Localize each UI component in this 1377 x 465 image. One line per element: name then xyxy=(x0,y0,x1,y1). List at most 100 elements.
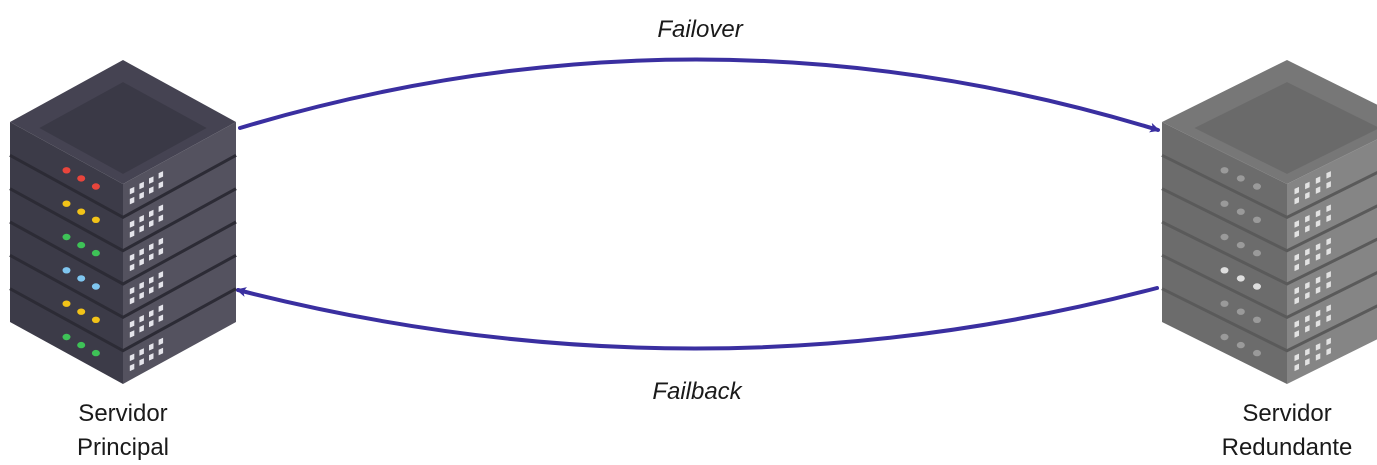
vent-slot xyxy=(139,215,144,223)
status-led xyxy=(62,267,71,274)
status-led xyxy=(1220,267,1229,274)
vent-slot xyxy=(149,353,154,361)
vent-slot xyxy=(1326,271,1331,279)
vent-slot xyxy=(149,286,154,294)
vent-slot xyxy=(1294,330,1299,338)
vent-slot xyxy=(129,330,135,338)
vent-slot xyxy=(1326,281,1331,289)
vent-slot xyxy=(149,253,154,261)
status-led xyxy=(1220,167,1229,174)
vent-slot xyxy=(1294,296,1299,305)
vent-slot xyxy=(1315,286,1321,294)
status-led xyxy=(91,283,100,290)
vent-slot xyxy=(149,309,154,318)
vent-slot xyxy=(1294,186,1299,195)
vent-slot xyxy=(1315,353,1321,361)
status-led xyxy=(1220,200,1229,207)
primary-server-icon xyxy=(9,60,237,384)
vent-slot xyxy=(1305,215,1310,223)
vent-slot xyxy=(158,337,164,346)
rack-unit-divider xyxy=(1161,153,1377,219)
vent-slot xyxy=(139,291,144,300)
vent-slot xyxy=(1305,281,1310,290)
vent-slot xyxy=(1305,291,1310,300)
vent-slot xyxy=(129,196,135,205)
vent-slot xyxy=(129,220,135,228)
status-led xyxy=(1253,216,1261,223)
redundant-server-icon xyxy=(1161,60,1377,384)
rack-unit-divider xyxy=(1161,220,1377,286)
status-led xyxy=(1236,241,1245,249)
status-led xyxy=(1253,349,1261,357)
redundant-server-label: Servidor Redundante xyxy=(1222,397,1353,465)
vent-slot xyxy=(158,314,164,322)
rack-unit-divider xyxy=(1161,253,1377,319)
rack-unit-divider xyxy=(1161,187,1377,253)
vent-slot xyxy=(1326,237,1331,246)
vent-slot xyxy=(158,247,164,256)
status-led xyxy=(1236,208,1245,215)
rack-unit-divider xyxy=(9,287,237,353)
vent-slot xyxy=(1315,186,1321,194)
vent-slot xyxy=(139,325,144,333)
server-top-panel xyxy=(1194,82,1377,174)
vent-slot xyxy=(149,186,154,194)
rack-unit-divider xyxy=(9,153,237,220)
vent-slot xyxy=(158,304,164,312)
vent-slot xyxy=(129,253,135,262)
vent-slot xyxy=(149,343,154,351)
status-led xyxy=(1236,308,1245,315)
vent-slot xyxy=(1305,181,1310,190)
vent-slot xyxy=(158,204,164,212)
redundant-server-label-line2: Redundante xyxy=(1221,434,1353,461)
status-led xyxy=(1220,233,1229,241)
rack-unit-divider xyxy=(9,220,237,286)
vent-slot xyxy=(129,320,135,328)
vent-slot xyxy=(1315,219,1321,228)
vent-slot xyxy=(1315,253,1321,261)
vent-slot xyxy=(158,214,164,222)
vent-slot xyxy=(129,186,135,195)
vent-slot xyxy=(139,348,144,356)
vent-slot xyxy=(1294,320,1299,328)
vent-slot xyxy=(158,271,164,279)
vent-slot xyxy=(158,237,164,246)
redundant-server-label-line1: Servidor xyxy=(1242,400,1332,427)
status-led xyxy=(91,316,100,323)
status-led xyxy=(1253,283,1261,290)
vent-slot xyxy=(1315,309,1321,318)
failover-label: Failover xyxy=(657,16,743,43)
status-led xyxy=(1236,275,1245,282)
vent-slot xyxy=(1326,337,1331,346)
status-led xyxy=(1220,333,1229,341)
failback-label: Failback xyxy=(652,378,742,405)
failover-arrow xyxy=(238,57,1160,133)
status-led xyxy=(1253,183,1261,190)
vent-slot xyxy=(1315,319,1321,328)
primary-server-label: Servidor Principal xyxy=(77,397,169,465)
vent-slot xyxy=(1305,258,1310,266)
status-led xyxy=(1220,300,1229,307)
vent-slot xyxy=(1305,325,1310,333)
vent-slot xyxy=(1315,209,1321,218)
vent-slot xyxy=(1305,248,1310,256)
vent-slot xyxy=(139,191,144,200)
primary-server-label-line1: Servidor xyxy=(78,400,168,427)
vent-slot xyxy=(1315,243,1321,251)
vent-slot xyxy=(129,363,135,372)
status-led xyxy=(77,175,86,182)
vent-slot xyxy=(158,347,164,356)
vent-slot xyxy=(1315,276,1321,284)
vent-slot xyxy=(158,281,164,289)
vent-slot xyxy=(129,286,135,295)
status-led xyxy=(1236,175,1245,182)
vent-slot xyxy=(129,263,135,272)
vent-slot xyxy=(139,181,144,190)
vent-slot xyxy=(1294,253,1299,262)
rack-unit-divider xyxy=(9,253,237,320)
status-led xyxy=(77,275,86,282)
vent-slot xyxy=(139,248,144,256)
vent-slot xyxy=(1326,204,1331,212)
vent-slot xyxy=(139,358,144,366)
